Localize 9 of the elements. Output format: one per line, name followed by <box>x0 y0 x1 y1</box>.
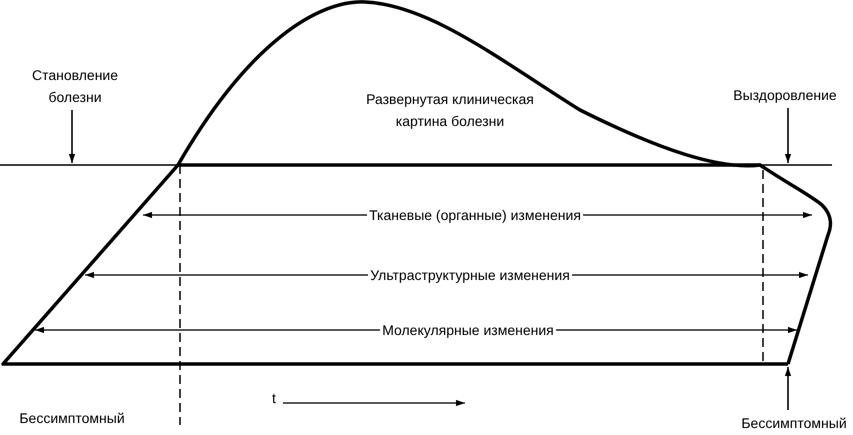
arrow <box>784 367 792 410</box>
arrow <box>784 108 792 163</box>
stage-label: Выздоровление <box>720 84 850 106</box>
stage-label: Бессимптомный <box>735 412 853 434</box>
axis-label: t <box>271 389 277 408</box>
stage-label: Развернутая клиническая картина болезни <box>365 90 535 131</box>
stage-label: Становление болезни <box>15 64 135 108</box>
stage-label: Бессимптомный <box>18 409 126 428</box>
arrow <box>68 110 76 163</box>
